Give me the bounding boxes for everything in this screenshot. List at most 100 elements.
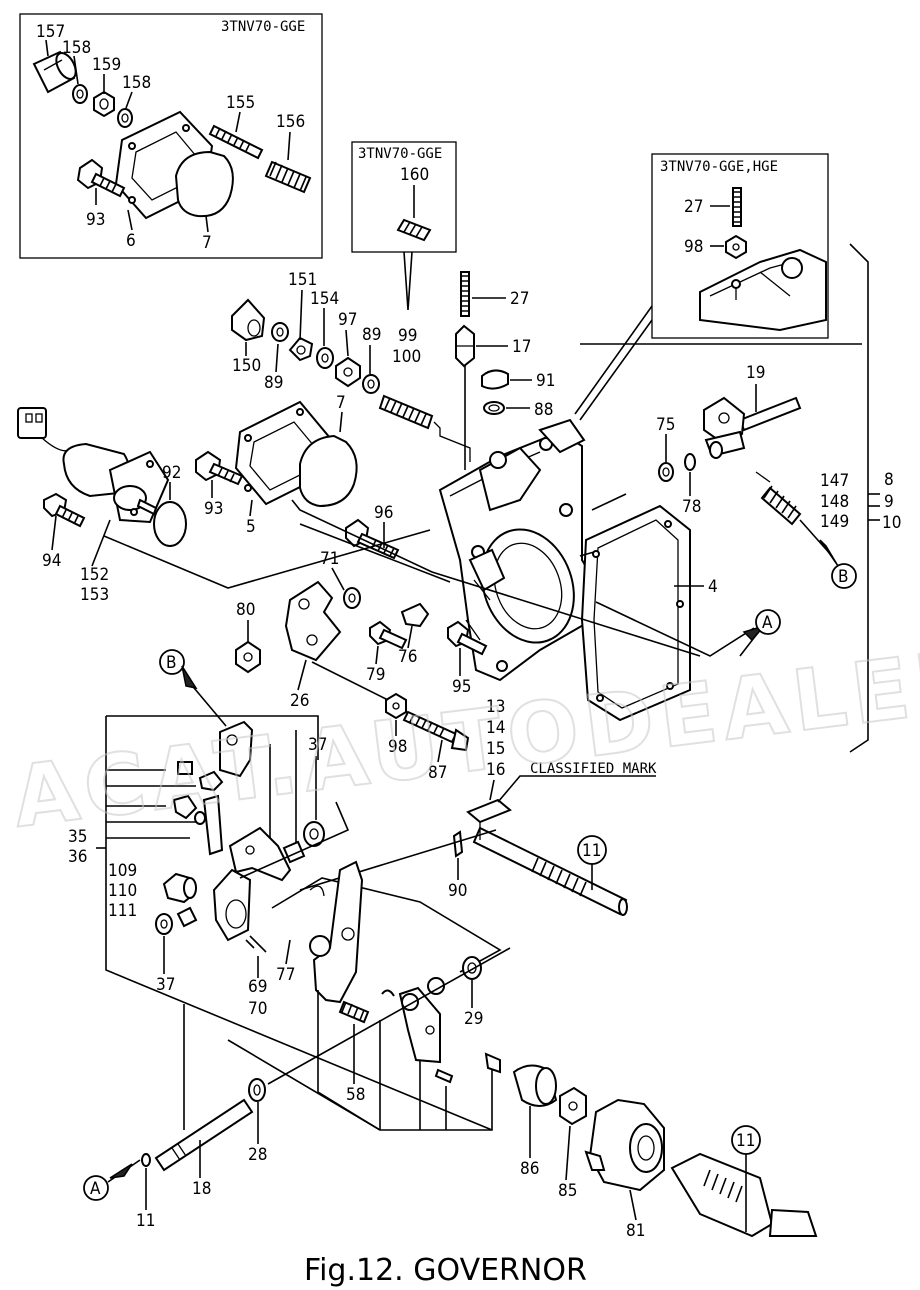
part-155-threaded-shaft — [208, 124, 264, 160]
label-86: 86 — [520, 1159, 539, 1179]
label-111: 111 — [108, 901, 137, 921]
label-9: 9 — [884, 492, 894, 512]
label-37b: 37 — [156, 975, 175, 995]
part-148-spring — [755, 471, 802, 526]
label-80: 80 — [236, 600, 255, 620]
part-29-lever — [381, 977, 445, 1064]
label-98a: 98 — [684, 237, 703, 257]
label-98b: 98 — [388, 737, 407, 757]
part-75-washer — [658, 462, 674, 482]
label-93b: 93 — [204, 499, 223, 519]
label-92: 92 — [162, 463, 181, 483]
part-76-clip — [400, 602, 430, 628]
part-158-washer-a — [72, 84, 88, 104]
label-15: 15 — [486, 739, 505, 759]
label-10: 10 — [882, 513, 901, 533]
callout-11-pump: 11 — [731, 1125, 761, 1232]
label-11: 11 — [136, 1211, 155, 1231]
part-89-washer-a — [271, 322, 289, 342]
label-35: 35 — [68, 827, 87, 847]
part-29-washer — [462, 956, 482, 980]
label-26: 26 — [290, 691, 309, 711]
label-90: 90 — [448, 881, 467, 901]
label-157: 157 — [36, 22, 65, 42]
part-79-bolt — [369, 620, 408, 650]
label-58: 58 — [346, 1085, 365, 1105]
part-37-washer-a — [303, 821, 325, 847]
label-149: 149 — [820, 512, 849, 532]
label-7a: 7 — [202, 233, 212, 253]
label-6: 6 — [126, 231, 136, 251]
part-158-washer-b — [117, 108, 133, 128]
label-17: 17 — [512, 337, 531, 357]
variant-box-3: 3TNV70-GGE,HGE — [651, 153, 829, 339]
part-97-nut — [335, 356, 361, 388]
part-154-washer — [316, 347, 334, 369]
part-27-stud-b — [460, 271, 470, 317]
label-77: 77 — [276, 965, 295, 985]
label-19: 19 — [746, 363, 765, 383]
part-151-clip — [288, 336, 314, 362]
part-93-bolt-a — [76, 158, 126, 198]
callout-b-lower-text: B — [166, 653, 177, 673]
label-87: 87 — [428, 763, 447, 783]
box1-title: 3TNV70-GGE — [221, 19, 305, 35]
part-pin-small — [434, 1052, 501, 1084]
part-80-nut — [235, 640, 261, 674]
label-97: 97 — [338, 310, 357, 330]
housing-detail — [699, 248, 827, 332]
part-7-gasket-a — [174, 150, 234, 218]
part-86-holder — [512, 1064, 558, 1107]
label-150: 150 — [232, 356, 261, 376]
callout-11-pump-text: 11 — [736, 1131, 755, 1151]
variant-box-1: 3TNV70-GGE — [19, 13, 323, 259]
label-5: 5 — [246, 517, 256, 537]
label-36: 36 — [68, 847, 87, 867]
label-93a: 93 — [86, 210, 105, 230]
box3-title: 3TNV70-GGE,HGE — [660, 159, 778, 175]
part-cam-plate — [212, 868, 252, 942]
label-13: 13 — [486, 697, 505, 717]
label-leaders — [45, 39, 757, 1221]
part-7-gasket-b — [299, 434, 358, 508]
part-pump-shaft — [670, 1152, 818, 1238]
label-16: 16 — [486, 760, 505, 780]
label-152: 152 — [80, 565, 109, 585]
variant-box-2: 3TNV70-GGE — [351, 141, 457, 311]
label-14: 14 — [486, 718, 505, 738]
label-75: 75 — [656, 415, 675, 435]
part-81-gear-hub — [584, 1098, 665, 1192]
part-labels: 157 158 159 158 155 156 93 6 7 160 27 98… — [36, 22, 901, 1241]
label-147: 147 — [820, 471, 849, 491]
part-sleeve — [176, 906, 198, 928]
callout-b-upper-text: B — [838, 567, 849, 587]
part-11-ring — [141, 1153, 151, 1167]
part-85-nut — [559, 1086, 587, 1126]
label-71: 71 — [320, 549, 339, 569]
part-87-bolt — [402, 710, 470, 752]
part-77-fork-lever — [309, 860, 364, 1004]
part-26-lever — [284, 580, 342, 662]
label-100: 100 — [392, 347, 421, 367]
part-159-nut — [93, 90, 115, 118]
label-155: 155 — [226, 93, 255, 113]
part-17-cap-nut — [455, 324, 475, 368]
part-150-cap-nut — [231, 298, 266, 342]
label-95: 95 — [452, 677, 471, 697]
callout-a-upper: A — [755, 609, 781, 635]
label-classified-mark: CLASSIFIED MARK — [530, 761, 657, 777]
label-91: 91 — [536, 371, 555, 391]
part-156-spring — [264, 160, 312, 194]
label-27b: 27 — [510, 289, 529, 309]
callout-11-shaft: 11 — [577, 835, 607, 890]
label-151: 151 — [288, 270, 317, 290]
figure-caption: Fig.12. GOVERNOR — [304, 1253, 587, 1288]
label-85: 85 — [558, 1181, 577, 1201]
part-28-washer — [248, 1078, 266, 1102]
governor-housing — [438, 418, 602, 682]
part-18-shaft — [154, 1098, 254, 1172]
label-37a: 37 — [308, 735, 327, 755]
part-152-solenoid — [17, 407, 170, 524]
part-13-governor-shaft — [466, 798, 628, 916]
label-159: 159 — [92, 55, 121, 75]
